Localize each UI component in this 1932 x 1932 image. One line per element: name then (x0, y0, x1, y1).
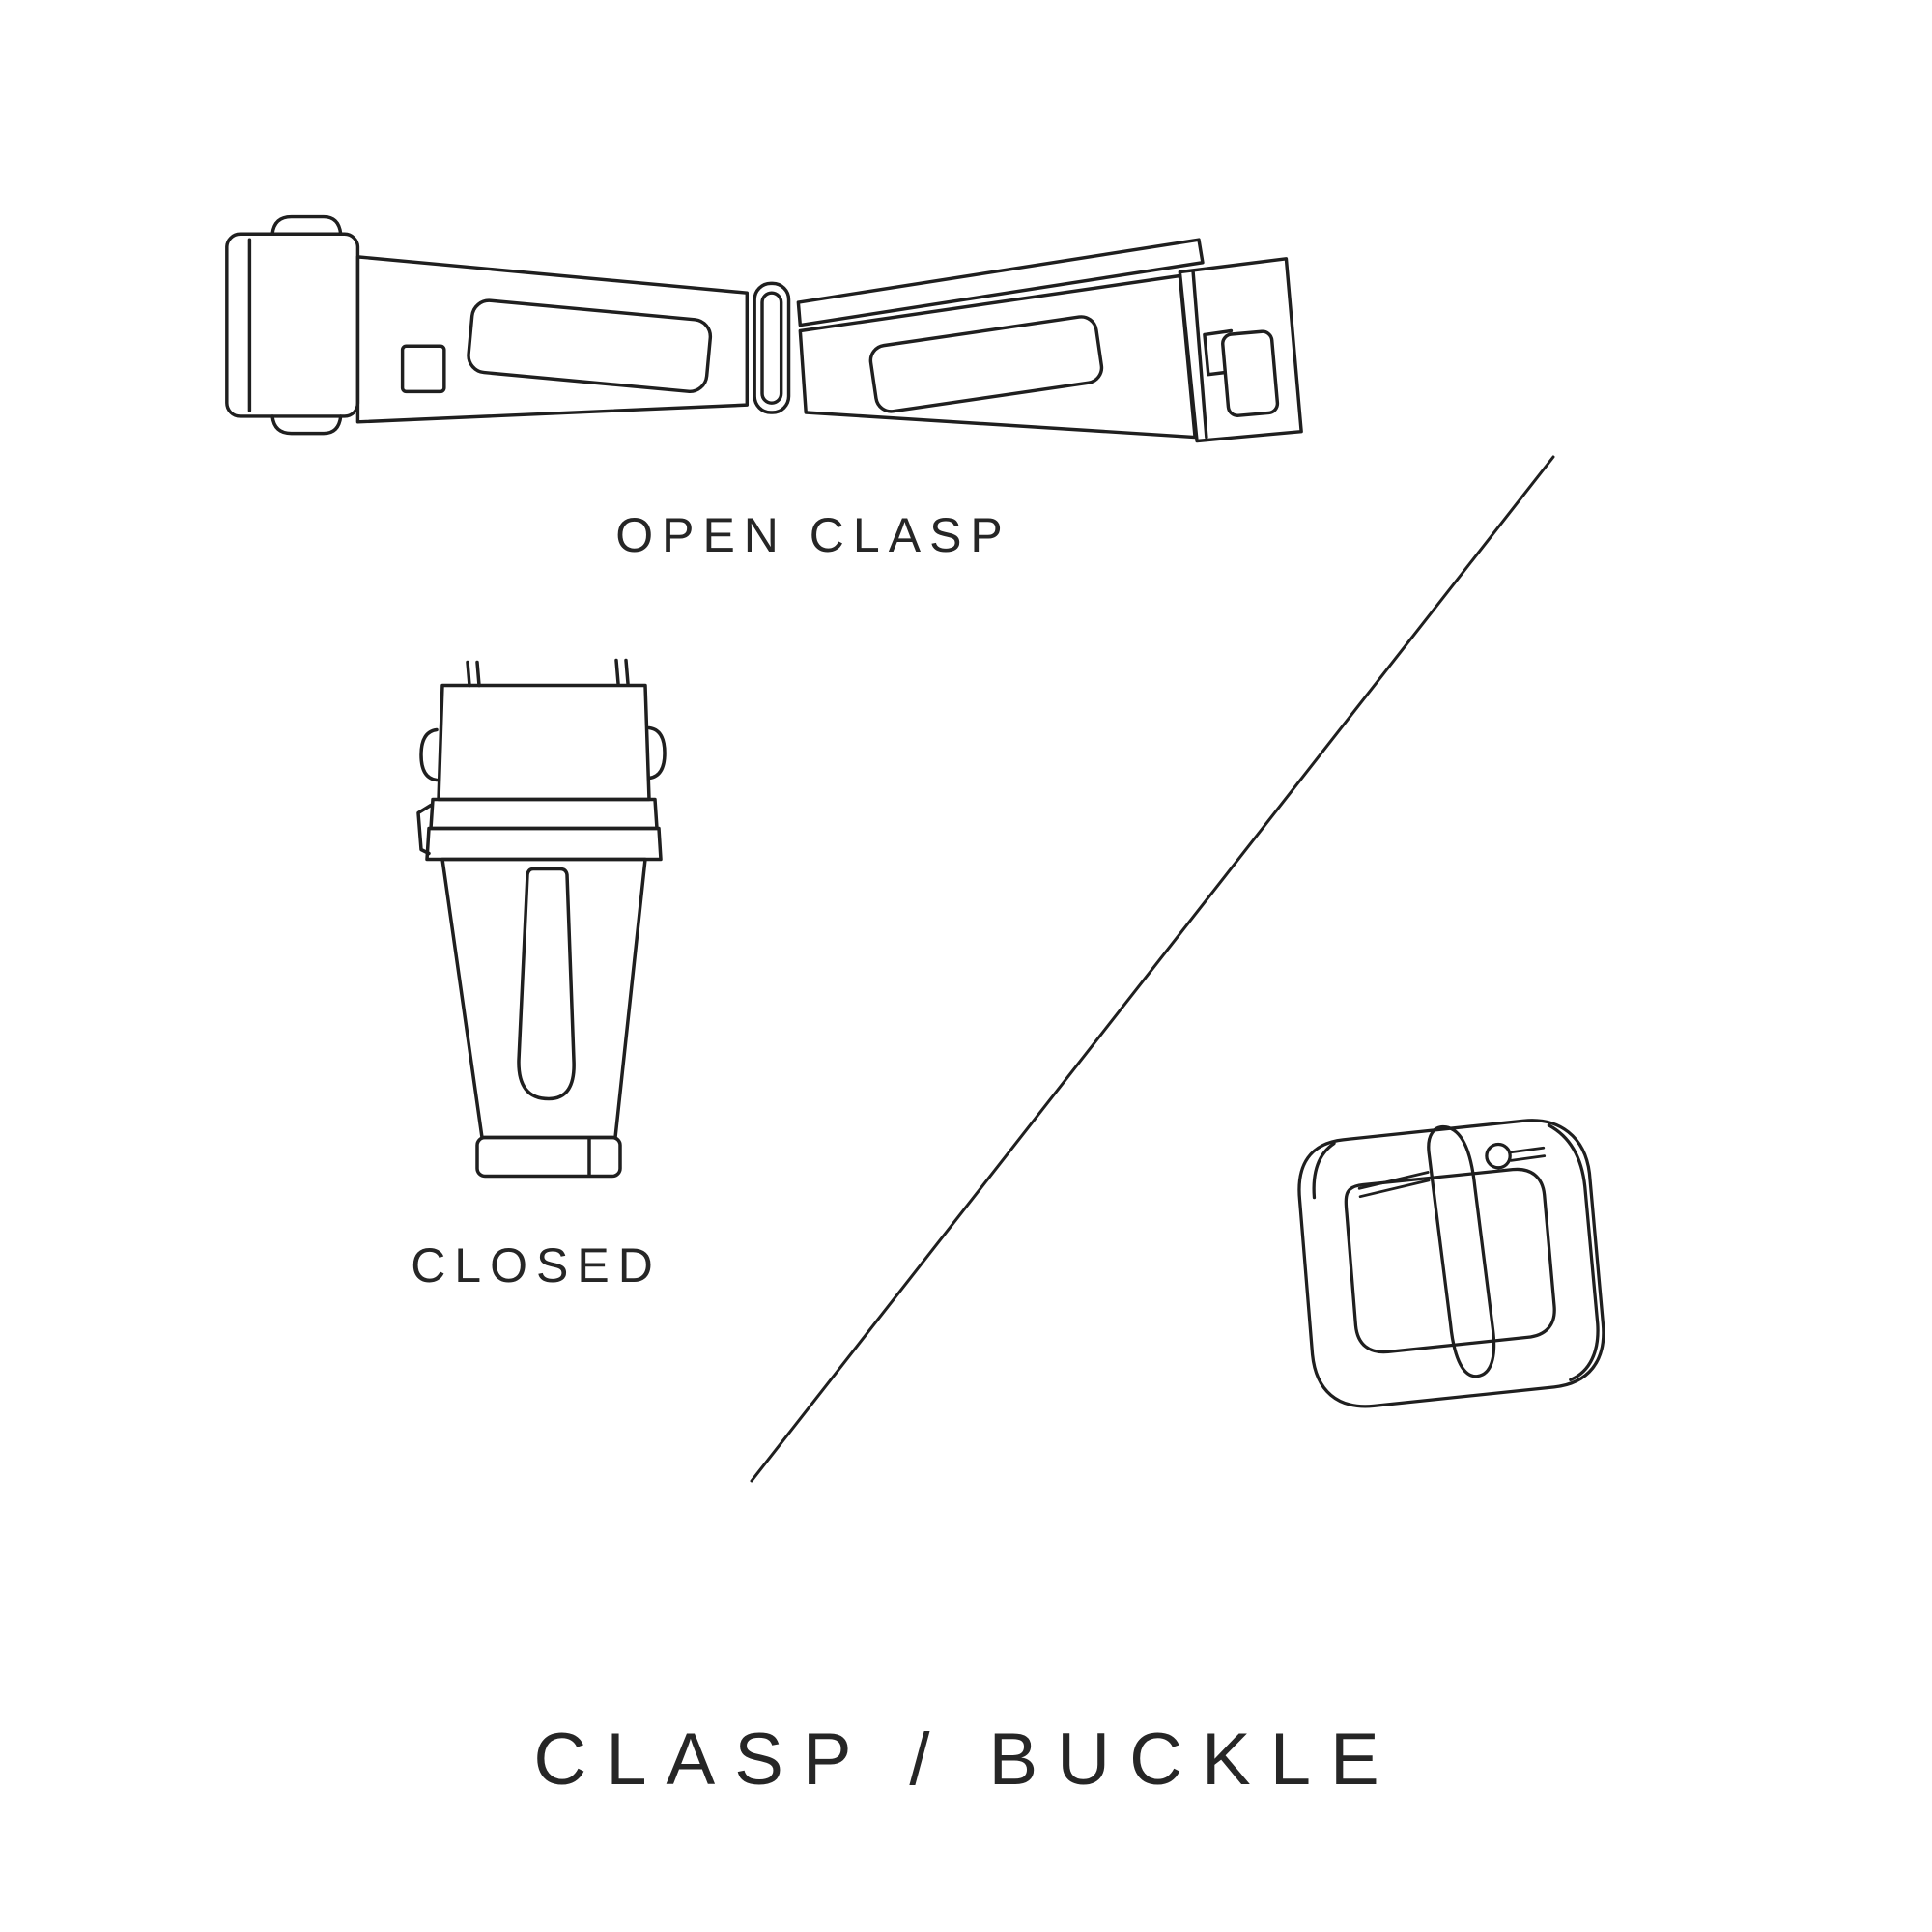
buckle-pin-right (1508, 1146, 1546, 1154)
closed-clasp-body (440, 857, 647, 1140)
closed-clasp-top-link (437, 683, 651, 802)
closed-clasp-label: CLOSED (411, 1238, 662, 1293)
buckle-pin-right (1509, 1154, 1547, 1162)
divider-line-stroke (750, 455, 1555, 1483)
closed-clasp-illustration (416, 658, 667, 1179)
open-clasp-right-foldline (1191, 270, 1208, 440)
buckle-pin-left (1358, 1179, 1431, 1199)
open-clasp-right-window (868, 315, 1104, 413)
open-clasp-right-strip (796, 238, 1205, 327)
open-clasp-left-window (467, 298, 713, 393)
open-clasp-latch-hole (400, 344, 446, 394)
diagram-title: CLASP / BUCKLE (533, 1719, 1399, 1801)
open-clasp-hinge-inner (760, 291, 783, 405)
closed-clasp-band-1 (429, 797, 659, 831)
closed-clasp-band-2 (425, 826, 663, 862)
open-clasp-keeper (1221, 329, 1280, 417)
buckle-tongue (1427, 1125, 1496, 1378)
buckle-frame-inner (1344, 1167, 1556, 1354)
closed-clasp-bottom-cap (475, 1135, 622, 1179)
buckle-coil (1485, 1142, 1512, 1170)
buckle-frame-outer (1297, 1119, 1605, 1408)
open-clasp-right-arm (798, 273, 1197, 440)
open-clasp-right-endpiece (1178, 257, 1303, 443)
closed-clasp-left-ear (419, 727, 439, 782)
closed-clasp-right-ear (647, 725, 667, 781)
open-clasp-left-bottom-tab (270, 414, 343, 436)
open-clasp-left-endlink (225, 232, 360, 418)
open-clasp-illustration (225, 214, 1303, 443)
buckle-pin-left (1357, 1171, 1430, 1190)
open-clasp-label: OPEN CLASP (615, 508, 1011, 562)
buckle-left-bar-contour (1312, 1141, 1336, 1200)
closed-clasp-prong (624, 658, 630, 686)
closed-clasp-left-notch (416, 803, 433, 856)
open-clasp-left-arm (355, 255, 750, 424)
closed-clasp-prong (466, 660, 471, 688)
buckle-right-bar-contour (1547, 1123, 1600, 1381)
closed-clasp-window (517, 867, 576, 1101)
open-clasp-hinge (753, 281, 791, 414)
buckle-illustration (1297, 1119, 1605, 1408)
open-clasp-left-top-tab (270, 214, 343, 236)
open-clasp-hook (1203, 328, 1234, 377)
closed-clasp-prong (475, 660, 481, 688)
divider-line (750, 455, 1555, 1483)
closed-clasp-prong (614, 658, 620, 686)
